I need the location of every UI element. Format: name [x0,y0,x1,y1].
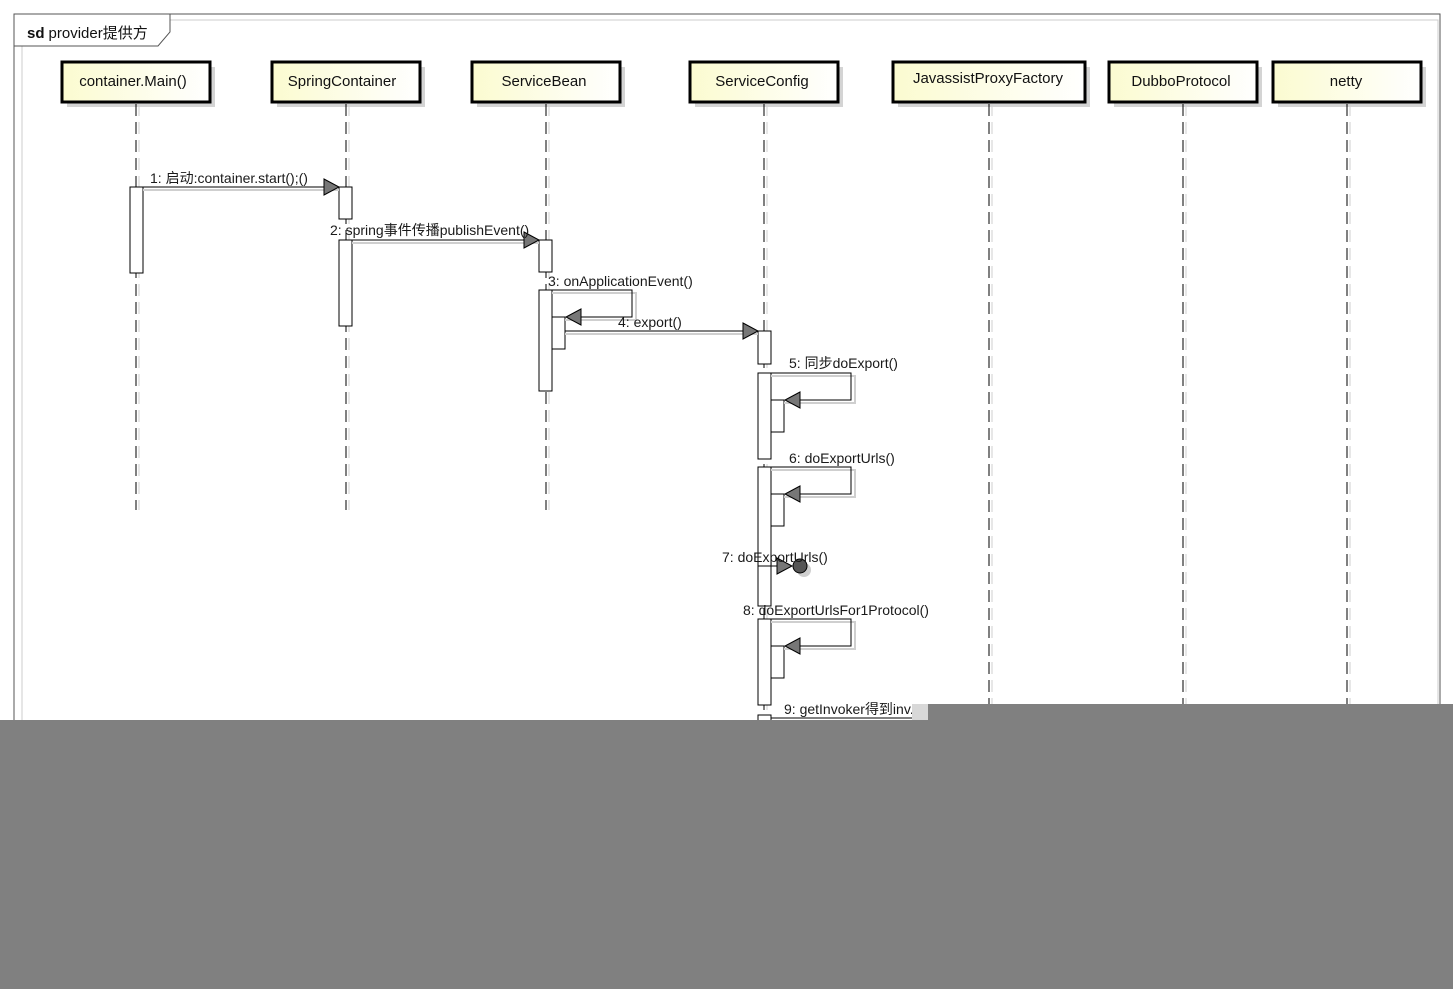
arrow-head [783,637,801,655]
message-6[interactable]: 6: doExportUrls() [771,450,895,503]
message-8[interactable]: 8: doExportUrlsFor1Protocol() [743,602,929,655]
arrow-head [776,557,794,575]
lifeline-box[interactable] [688,60,840,104]
message-9[interactable]: 9: getInvoker得到inv... [771,701,928,720]
message-label: 1: 启动:container.start();() [150,170,308,186]
message-2[interactable]: 2: spring事件传播publishEvent() [330,222,541,249]
lifeline-label: ServiceBean [501,73,586,90]
arrow-head [783,485,801,503]
lifeline-label: JavassistProxyFactory [913,70,1064,87]
lost-message-marker [792,558,808,574]
lifeline-label: netty [1330,73,1363,90]
lifeline-lines [135,104,1351,720]
message-shadow [771,621,856,650]
activation-bar [770,645,785,679]
message-label: 5: 同步doExport() [789,355,898,371]
message-label: 2: spring事件传播publishEvent() [330,222,529,238]
activation-bar [770,399,785,433]
lifeline-main[interactable]: container.Main() [60,60,215,107]
message-label: 8: doExportUrlsFor1Protocol() [743,602,929,618]
activation-bar [551,316,566,350]
message-line [771,618,852,647]
lifeline-box[interactable] [470,60,622,104]
message-line [552,289,633,318]
cutoff-overlay [0,720,1453,989]
message-label: 9: getInvoker得到inv... [784,701,921,717]
message-label: 7: doExportUrls() [722,549,828,565]
message-shadow [771,375,856,404]
lifeline-netty[interactable]: netty [1271,60,1426,107]
activation-bar [538,289,553,392]
lifeline-spring[interactable]: SpringContainer [270,60,425,107]
message-4[interactable]: 4: export() [565,314,760,340]
arrow-head [783,391,801,409]
message-1[interactable]: 1: 启动:container.start();() [143,170,341,196]
arrow-head [323,178,341,196]
frame-name: provider提供方 [49,25,148,42]
activations [129,186,785,736]
lifeline-box[interactable] [1271,60,1423,104]
message-7[interactable]: 7: doExportUrls() [722,549,828,577]
lifeline-label: DubboProtocol [1131,73,1230,90]
lifeline-label: ServiceConfig [715,73,808,90]
frame-keyword: sd [27,25,45,42]
arrow-head [742,322,760,340]
message-line [771,466,852,495]
frame-tab [13,13,171,47]
cutoff-artifact [912,704,928,720]
message-5[interactable]: 5: 同步doExport() [771,355,898,409]
lifeline-box[interactable] [60,60,212,104]
arrow-head [523,231,541,249]
message-3[interactable]: 3: onApplicationEvent() [548,273,693,326]
activation-bar [757,330,772,365]
lifeline-box[interactable] [1107,60,1259,104]
message-shadow [552,292,637,321]
lifeline-box[interactable] [270,60,422,104]
lifeline-javassist[interactable]: JavassistProxyFactory [891,60,1090,107]
frame-border [13,13,1441,735]
activation-bar [129,186,144,274]
lifeline-servicebean[interactable]: ServiceBean [470,60,625,107]
lifeline-label: SpringContainer [288,73,396,90]
activation-bar [757,372,772,460]
message-line [771,372,852,401]
cutoff-overlay-right [928,704,1453,720]
message-label: 6: doExportUrls() [789,450,895,466]
message-label: 3: onApplicationEvent() [548,273,693,289]
frame-inner-border [21,19,1439,731]
activation-bar [338,186,353,220]
activation-bar [770,493,785,527]
activation-bar [338,239,353,327]
lifeline-dubbo[interactable]: DubboProtocol [1107,60,1262,107]
arrow-head [564,308,582,326]
lifeline-serviceconfig[interactable]: ServiceConfig [688,60,843,107]
activation-bar [757,618,772,706]
message-shadow [771,469,856,498]
message-label: 4: export() [618,314,682,330]
activation-bar [538,239,553,273]
lifeline-box[interactable] [891,60,1087,104]
lifeline-label: container.Main() [79,73,187,90]
activation-bar [757,565,772,607]
